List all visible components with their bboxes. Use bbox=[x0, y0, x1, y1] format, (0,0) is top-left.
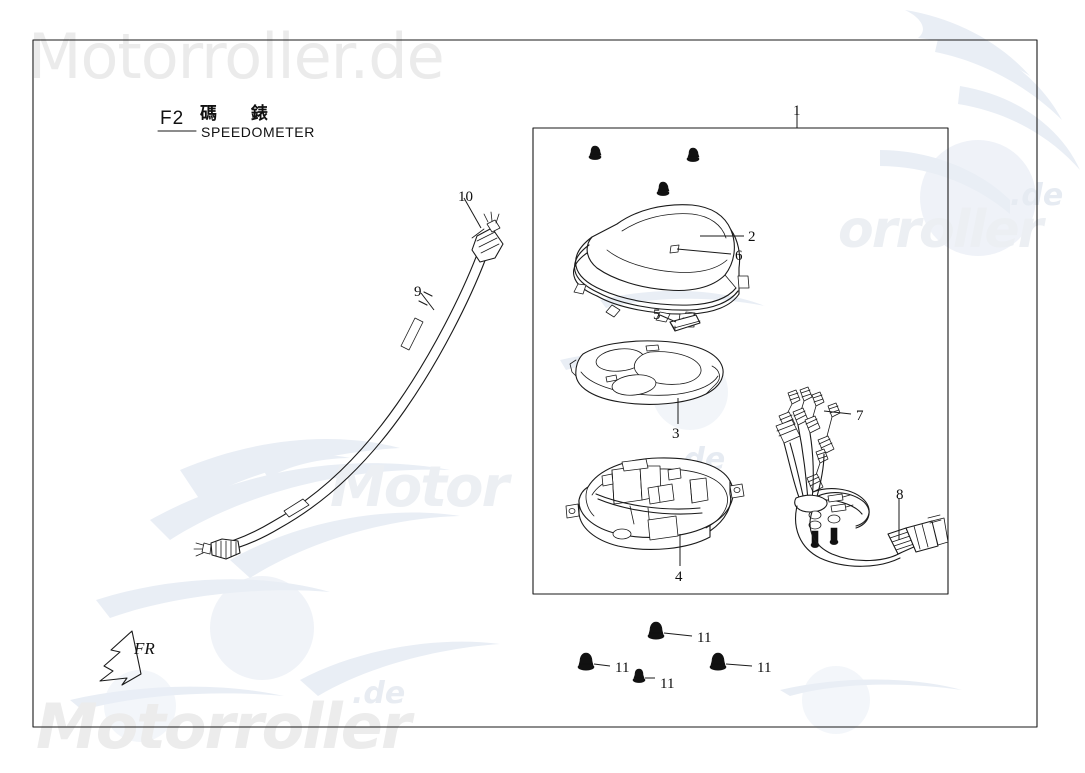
callout-dial-faceplate: 3 bbox=[672, 426, 680, 442]
assembly-group-box bbox=[532, 127, 949, 595]
screw-11-upper bbox=[647, 621, 665, 640]
leader-11b bbox=[593, 663, 611, 667]
screw-11-center bbox=[632, 668, 646, 683]
fr-direction-arrow bbox=[99, 630, 142, 686]
section-code: F2 bbox=[160, 108, 185, 129]
callout-screw: 11 bbox=[660, 676, 675, 692]
callout-screw: 11 bbox=[615, 660, 630, 676]
leader-9 bbox=[420, 292, 435, 311]
leader-11d bbox=[725, 663, 753, 667]
speedometer-cable-assembly bbox=[193, 211, 504, 560]
lower-housing bbox=[565, 457, 745, 550]
dial-faceplate bbox=[569, 340, 724, 405]
leader-lines bbox=[420, 113, 900, 679]
leader-5 bbox=[659, 314, 677, 323]
screw-11-right bbox=[709, 652, 727, 671]
fr-direction-label: FR bbox=[134, 639, 155, 658]
leader-6 bbox=[676, 248, 732, 255]
leader-7 bbox=[823, 410, 852, 415]
leader-11a bbox=[663, 632, 693, 637]
wiring-harness bbox=[775, 386, 949, 567]
callout-screw: 11 bbox=[697, 630, 712, 646]
rubber-strip bbox=[669, 314, 701, 332]
section-title-en: SPEEDOMETER bbox=[201, 124, 315, 140]
callout-bulb-socket-set: 7 bbox=[856, 408, 864, 424]
screw-top-right bbox=[686, 147, 700, 162]
callout-rubber-strip: 5 bbox=[653, 307, 661, 323]
callout-cover-emblem: 6 bbox=[735, 248, 743, 264]
cable-upper-fitting bbox=[471, 211, 504, 263]
callout-speedometer-cable: 9 bbox=[414, 284, 422, 300]
cable-lower-fitting bbox=[193, 538, 241, 560]
callout-lower-housing: 4 bbox=[675, 569, 683, 585]
leader-10 bbox=[463, 197, 482, 229]
speedometer-cover bbox=[573, 204, 750, 328]
screw-top-center bbox=[656, 181, 670, 196]
callout-screw: 11 bbox=[757, 660, 772, 676]
callout-speedometer-assembly: 1 bbox=[793, 103, 801, 119]
section-title-cn: 碼 錶 bbox=[200, 104, 282, 124]
screw-11-left bbox=[577, 652, 595, 671]
callout-speedometer-cover: 2 bbox=[748, 229, 756, 245]
callout-cable-end-fitting: 10 bbox=[458, 189, 473, 205]
bulb-socket-set bbox=[775, 386, 841, 493]
callout-wiring-harness-connector: 8 bbox=[896, 487, 904, 503]
screw-top-left bbox=[588, 145, 602, 160]
harness-connector bbox=[887, 514, 949, 555]
page-border bbox=[32, 39, 1038, 728]
